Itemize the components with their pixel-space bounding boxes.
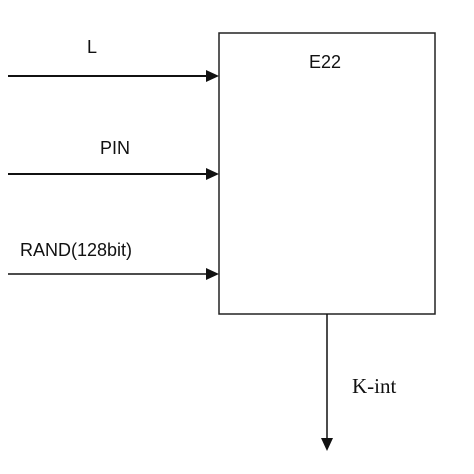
input-label-rand: RAND(128bit) [20, 240, 133, 260]
input-arrow-l [8, 70, 219, 82]
input-label-pin: PIN [100, 138, 131, 158]
input-label-l: L [87, 37, 98, 57]
output-arrowhead-k-int [321, 438, 333, 451]
output-arrow-k-int [321, 314, 333, 451]
e22-block [218, 32, 436, 315]
input-arrowhead-rand [206, 268, 219, 280]
output-label-k-int: K-int [352, 374, 397, 398]
input-arrow-rand [8, 268, 219, 280]
input-arrowhead-l [206, 70, 219, 82]
input-arrow-pin [8, 168, 219, 180]
block-title: E22 [309, 52, 342, 72]
input-arrowhead-pin [206, 168, 219, 180]
